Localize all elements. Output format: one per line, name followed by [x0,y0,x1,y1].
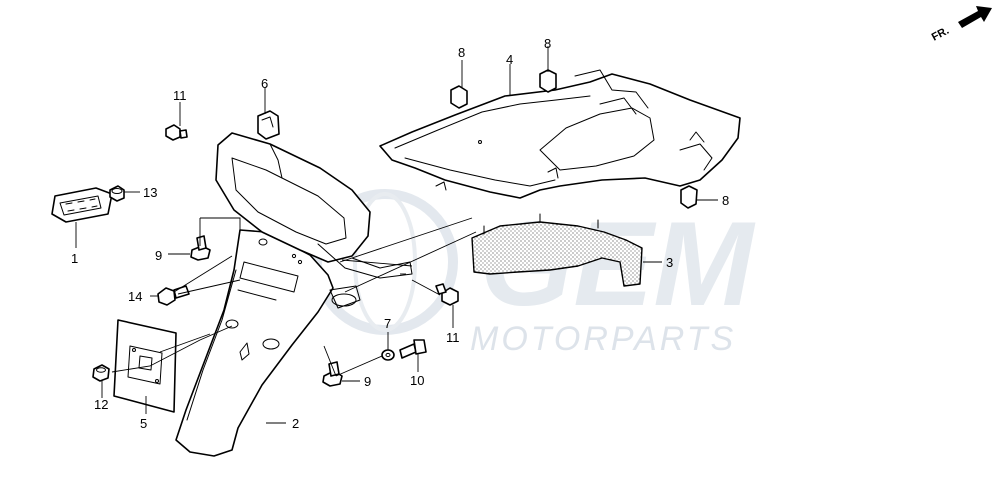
part-rubber-cover [471,213,643,287]
watermark-brand: MOTORPARTS [470,320,736,358]
callout-1: 1 [71,251,78,266]
leader-lines [75,46,718,424]
callout-11-right: 11 [446,330,460,345]
watermark: GEM MOTORPARTS [312,189,756,358]
callout-14: 14 [128,289,142,304]
part-inner-fender [379,69,741,199]
callout-8-top-right: 8 [544,36,551,51]
part-license-bracket [113,319,177,413]
front-orientation-marker: FR. [930,6,992,44]
part-reflector [51,187,119,223]
part-clip-9-left [190,235,211,261]
callout-2: 2 [292,416,299,431]
part-nut-12 [92,364,110,382]
callout-12: 12 [94,397,108,412]
part-washer-7 [381,349,395,361]
part-rear-fender [175,229,334,457]
callout-6: 6 [261,76,268,91]
callout-5: 5 [140,416,147,431]
arrow-icon [958,6,992,28]
part-clip-8-top-right [539,69,557,93]
front-label: FR. [930,25,951,44]
callout-7: 7 [384,316,391,331]
callout-9-right: 9 [364,374,371,389]
callout-8-right: 8 [722,193,729,208]
part-clip-8-top-left [450,85,468,109]
callout-11-left: 11 [173,88,187,103]
part-bolt-11-left [165,124,188,141]
callout-13: 13 [143,185,157,200]
part-nut-13 [109,185,125,202]
part-clip-9-right [322,361,343,387]
part-clip-8-right [680,185,698,209]
callout-4: 4 [506,52,513,67]
callout-9-left: 9 [155,248,162,263]
part-tail-housing [215,132,413,309]
callout-3: 3 [666,255,673,270]
callouts: 1 2 3 4 5 6 7 8 8 8 9 9 10 11 11 12 13 1… [71,36,729,431]
callout-8-top-left: 8 [458,45,465,60]
part-screw-10 [399,339,427,359]
callout-10: 10 [410,373,424,388]
part-bolt-14 [157,285,190,306]
part-bolt-11-right [435,283,459,306]
part-clip-6 [257,110,280,140]
